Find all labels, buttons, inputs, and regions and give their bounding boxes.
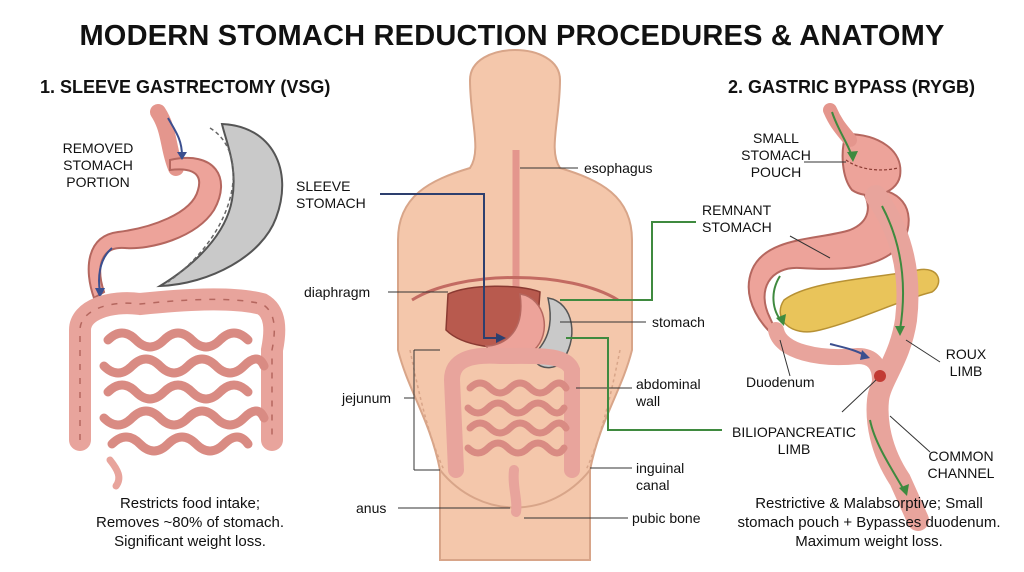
inguinal-canal-label: inguinal canal [636, 460, 685, 493]
anus-label: anus [356, 500, 387, 516]
esophagus-label: esophagus [584, 160, 653, 176]
duodenum-label: Duodenum [746, 374, 815, 390]
roux-limb [865, 185, 929, 531]
sleeve-callout-line [380, 193, 498, 339]
small-pouch-label: SMALL STOMACH POUCH [741, 130, 811, 180]
bilio-callout-line [566, 337, 722, 431]
duodenum-loop [768, 322, 888, 388]
remnant-stomach-label: REMNANT STOMACH [702, 202, 772, 235]
common-channel-label: COMMON CHANNEL [927, 448, 995, 481]
bypass-panel-art [747, 103, 941, 531]
roux-limb-label: ROUX LIMB [945, 346, 987, 379]
body-panel-art [380, 49, 722, 561]
sleeve-panel-art [69, 104, 286, 490]
removed-portion-label: REMOVED STOMACH PORTION [62, 140, 134, 190]
remnant-callout-line [560, 221, 696, 301]
pubic-bone-label: pubic bone [632, 510, 701, 526]
jejunum-label: jejunum [342, 390, 392, 406]
diagram-title: MODERN STOMACH REDUCTION PROCEDURES & AN… [79, 20, 945, 52]
sleeve-stomach-label: SLEEVE STOMACH [296, 178, 366, 211]
sleeve-heading: 1. SLEEVE GASTRECTOMY (VSG) [40, 77, 331, 97]
biliopancreatic-limb-label: BILIOPANCREATIC LIMB [732, 424, 856, 457]
body-diaphragm [411, 276, 619, 302]
stomach-label: stomach [652, 314, 705, 330]
sleeve-caption: Restricts food intake; Removes ~80% of s… [95, 495, 284, 550]
sleeve-stomach-shape [87, 157, 223, 300]
removed-stomach-portion [156, 122, 284, 288]
diaphragm-label: diaphragm [304, 284, 371, 300]
bypass-heading: 2. GASTRIC BYPASS (RYGB) [728, 77, 976, 97]
bypass-caption: Restrictive & Malabsorptive; Small stoma… [737, 495, 1001, 550]
body-colon [443, 347, 580, 478]
abdominal-wall-label: abdominal wall [636, 376, 701, 409]
